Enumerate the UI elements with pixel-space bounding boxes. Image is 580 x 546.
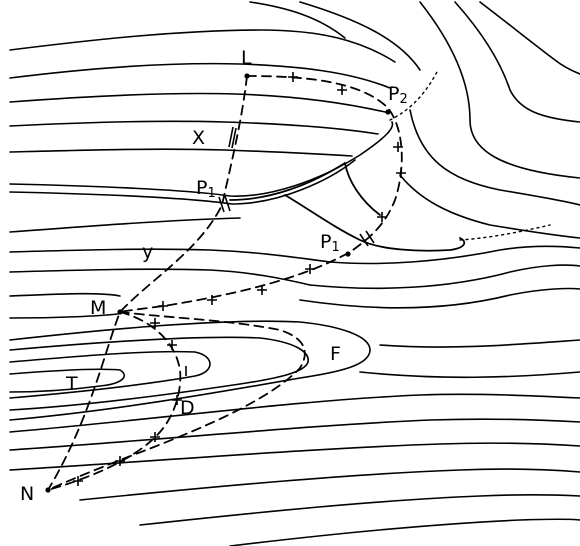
trajectory-L-P2-M — [119, 75, 403, 313]
contour-line — [9, 442, 580, 471]
contour-line — [9, 393, 580, 433]
tick-mark — [158, 301, 168, 311]
dotted-line — [389, 69, 439, 121]
contour-line — [9, 29, 396, 63]
point-N — [45, 487, 51, 493]
label-L: L — [241, 47, 252, 69]
contour-lines-right — [299, 1, 580, 309]
label-X: X — [192, 127, 205, 149]
point-M — [117, 309, 123, 315]
contour-line — [409, 109, 580, 206]
point-P2 — [385, 109, 391, 115]
contour-lines-lower — [9, 320, 580, 546]
contour-line — [479, 1, 580, 75]
trajectory-L-N — [47, 75, 248, 491]
contour-line — [309, 264, 580, 290]
label-D: D — [180, 397, 195, 419]
contour-line — [9, 418, 580, 451]
tick-mark — [393, 142, 403, 152]
contour-line — [9, 248, 331, 263]
tick-mark — [396, 168, 406, 178]
tick-mark — [73, 476, 83, 486]
label-T: T — [65, 373, 78, 395]
label-N: N — [20, 483, 34, 505]
track-line — [344, 162, 381, 216]
contour-line — [79, 468, 580, 501]
contour-line — [9, 268, 311, 286]
contour-line — [9, 292, 121, 297]
tick-mark — [167, 340, 177, 350]
contour-line — [399, 174, 580, 239]
tick-mark — [257, 285, 267, 295]
point-P1-right — [345, 251, 351, 257]
label-P1-right: P1 — [320, 231, 340, 255]
trajectory-M-F-N — [47, 311, 306, 491]
contour-line — [359, 371, 580, 379]
contour-line — [9, 313, 119, 319]
track-line — [229, 162, 346, 201]
labels: L P2 X P1 P1 y M F T D N — [20, 47, 408, 505]
tick-mark — [150, 318, 160, 328]
contour-line — [9, 336, 309, 411]
tick-mark — [377, 212, 387, 222]
dotted-lines — [389, 69, 551, 241]
contour-line — [9, 120, 379, 135]
dashed-trajectories — [47, 75, 403, 491]
tick-mark — [207, 295, 217, 305]
contour-line — [9, 121, 394, 197]
contour-line — [299, 287, 580, 309]
contour-line — [9, 92, 386, 113]
contour-line — [249, 1, 346, 39]
trajectory-M-D-N — [47, 311, 182, 491]
trajectory-ticks — [73, 72, 406, 486]
contour-line — [9, 350, 211, 399]
label-F: F — [330, 343, 341, 365]
contour-line — [329, 245, 580, 265]
crossing-marker-right — [359, 230, 375, 247]
contour-lines-upper — [9, 1, 396, 233]
label-M: M — [90, 297, 106, 319]
contour-line — [379, 339, 580, 348]
contour-line — [9, 62, 391, 89]
tick-mark — [172, 395, 182, 405]
contour-line — [9, 148, 353, 157]
tick-mark — [288, 72, 298, 82]
point-markers — [45, 73, 391, 493]
crossing-marker-left — [218, 195, 231, 213]
tick-mark — [115, 456, 125, 466]
label-y: y — [142, 241, 153, 263]
contour-line — [419, 1, 580, 179]
point-L — [244, 73, 250, 79]
contour-line — [229, 518, 580, 546]
contour-lines-middle — [9, 248, 331, 319]
track-line — [284, 194, 466, 252]
tick-mark — [150, 432, 160, 442]
contour-line — [139, 494, 580, 526]
contour-line — [299, 1, 421, 71]
solid-track — [229, 162, 466, 252]
tick-mark — [337, 85, 347, 95]
crossing-markers — [218, 195, 375, 247]
label-P1-left: P1 — [196, 177, 216, 201]
label-P2: P2 — [388, 83, 408, 107]
contour-line — [454, 1, 580, 123]
contour-line — [9, 217, 241, 233]
contour-line — [9, 368, 125, 393]
tick-mark — [305, 264, 315, 274]
tick-mark — [228, 126, 237, 149]
